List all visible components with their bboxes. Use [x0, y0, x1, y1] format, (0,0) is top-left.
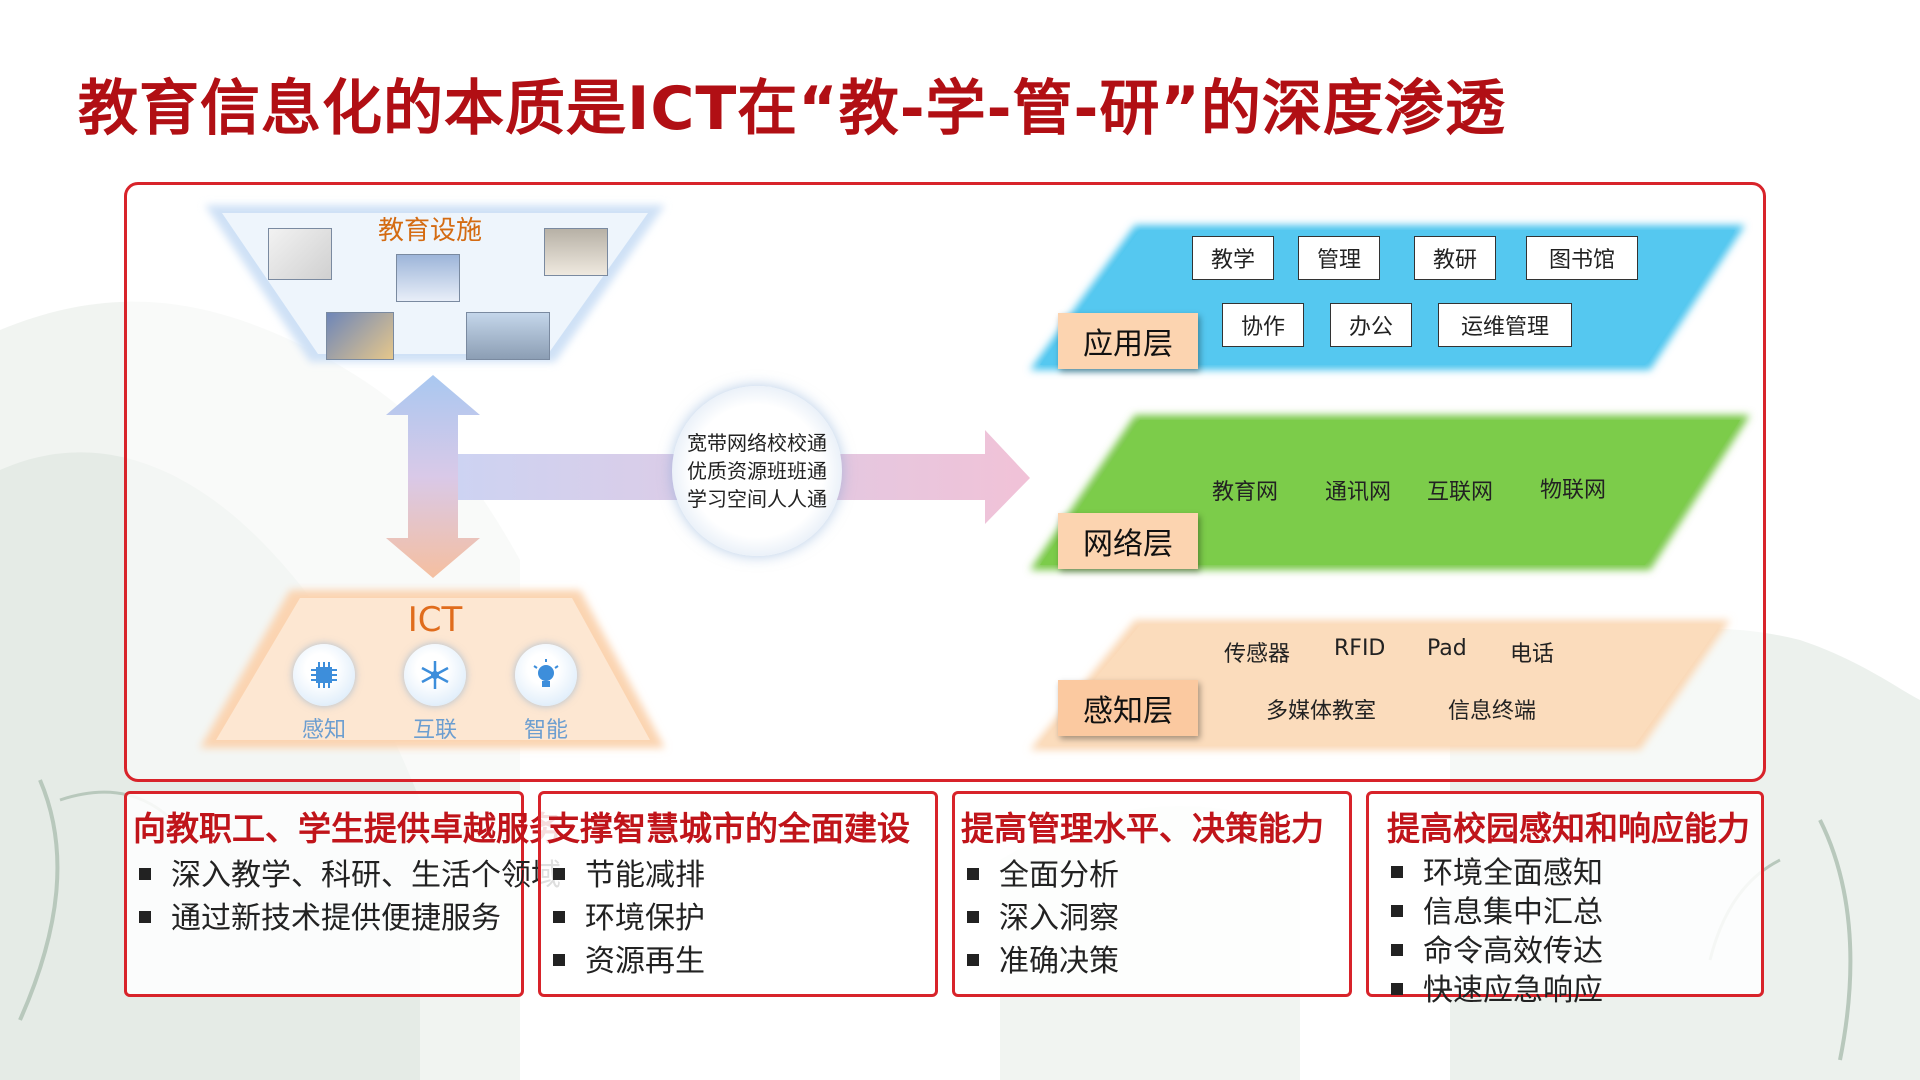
- perception-layer-label: 感知层: [1058, 680, 1198, 736]
- server-room-photo: [396, 254, 460, 302]
- classroom-photo: [268, 228, 332, 280]
- list-item: 资源再生: [553, 940, 935, 983]
- bullet-icon: [967, 953, 979, 966]
- bullet-icon: [967, 910, 979, 923]
- connectivity-circle: 宽带网络校校通 优质资源班班通 学习空间人人通: [672, 386, 842, 556]
- bullet-icon: [1391, 982, 1403, 995]
- ict-item-label: 互联: [412, 718, 457, 743]
- value-box-smart-city: 支撑智慧城市的全面建设 节能减排 环境保护 资源再生: [538, 791, 938, 997]
- app-tag: 教研: [1414, 236, 1496, 280]
- network-icon: [404, 644, 466, 706]
- list-item: 深入教学、科研、生活个领域: [139, 854, 561, 897]
- chip-icon: [293, 644, 355, 706]
- box-title: 向教职工、学生提供卓越服务: [133, 809, 562, 848]
- list-item: 准确决策: [967, 940, 1349, 983]
- meeting-room-photo: [544, 228, 608, 276]
- library-photo: [326, 312, 394, 360]
- network-item: 物联网: [1540, 478, 1607, 503]
- bullet-icon: [139, 910, 151, 923]
- value-box-campus: 提高校园感知和响应能力 环境全面感知 信息集中汇总 命令高效传达 快速应急响应: [1366, 791, 1764, 1008]
- network-item: 教育网: [1212, 480, 1279, 505]
- bullet-icon: [139, 867, 151, 880]
- app-tag: 运维管理: [1438, 303, 1572, 347]
- application-layer-label: 应用层: [1058, 313, 1198, 369]
- list-item: 快速应急响应: [1391, 971, 1761, 1010]
- list-item: 节能减排: [553, 854, 935, 897]
- value-box-service: 向教职工、学生提供卓越服务 深入教学、科研、生活个领域 通过新技术提供便捷服务: [124, 791, 562, 997]
- perception-item: Pad: [1427, 636, 1467, 661]
- app-tag: 管理: [1298, 236, 1380, 280]
- page-title: 教育信息化的本质是ICT在“教-学-管-研”的深度渗透: [78, 74, 1506, 144]
- app-tag: 办公: [1330, 303, 1412, 347]
- box-title: 提高校园感知和响应能力: [1387, 809, 1750, 848]
- campus-building-photo: [466, 312, 550, 360]
- center-line: 学习空间人人通: [687, 487, 827, 511]
- list-item: 通过新技术提供便捷服务: [139, 897, 521, 940]
- perception-item: 信息终端: [1448, 699, 1537, 724]
- list-item: 环境保护: [553, 897, 935, 940]
- bullet-icon: [553, 910, 565, 923]
- list-item: 深入洞察: [967, 897, 1349, 940]
- list-item: 命令高效传达: [1391, 932, 1761, 971]
- vertical-double-arrow: [386, 375, 480, 578]
- bullet-icon: [553, 867, 565, 880]
- facility-label: 教育设施: [377, 216, 482, 246]
- list-item: 全面分析: [967, 854, 1349, 897]
- list-item: 信息集中汇总: [1391, 893, 1761, 932]
- bullet-icon: [1391, 904, 1403, 917]
- perception-item: 电话: [1510, 642, 1555, 667]
- bulb-icon: [515, 644, 577, 706]
- ict-label: ICT: [407, 600, 463, 640]
- network-item: 互联网: [1427, 480, 1494, 505]
- app-tag: 教学: [1192, 236, 1274, 280]
- network-layer-label: 网络层: [1058, 513, 1198, 569]
- value-box-management: 提高管理水平、决策能力 全面分析 深入洞察 准确决策: [952, 791, 1352, 997]
- app-tag: 图书馆: [1526, 236, 1638, 280]
- app-tag: 协作: [1222, 303, 1304, 347]
- ict-item-label: 智能: [523, 718, 568, 743]
- bullet-icon: [1391, 865, 1403, 878]
- perception-item: 传感器: [1224, 642, 1291, 667]
- bullet-icon: [1391, 943, 1403, 956]
- perception-item: 多媒体教室: [1266, 699, 1377, 724]
- bullet-icon: [553, 953, 565, 966]
- box-title: 支撑智慧城市的全面建设: [547, 809, 910, 848]
- list-item: 环境全面感知: [1391, 854, 1761, 893]
- bullet-icon: [967, 867, 979, 880]
- center-line: 宽带网络校校通: [687, 431, 827, 455]
- perception-item: RFID: [1334, 636, 1386, 661]
- center-line: 优质资源班班通: [687, 459, 827, 483]
- network-item: 通讯网: [1325, 480, 1392, 505]
- ict-item-label: 感知: [301, 718, 346, 743]
- box-title: 提高管理水平、决策能力: [961, 809, 1324, 848]
